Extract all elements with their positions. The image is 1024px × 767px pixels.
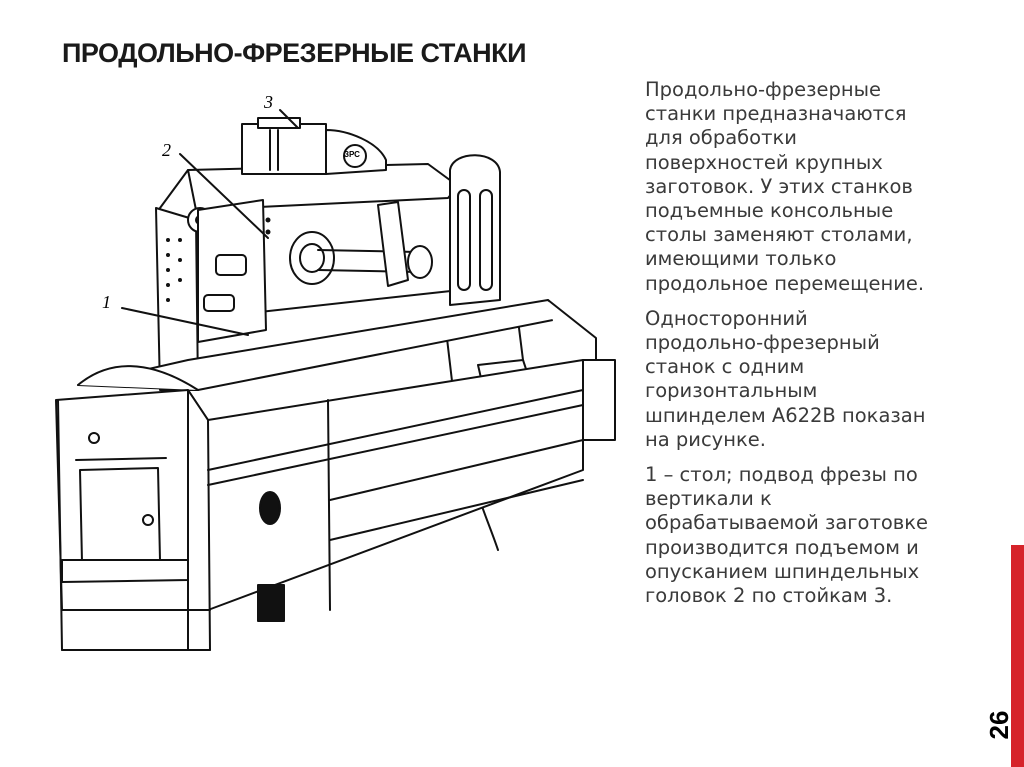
paragraph-legend: 1 – стол; подвод фрезы по вертикали к об… — [645, 463, 929, 608]
paragraph-model: Односторонний продольно-фрезерный станок… — [645, 306, 926, 451]
page-number: 26 — [983, 710, 1014, 740]
machine-emblem: ЗРС — [344, 150, 360, 159]
description-text: Продольно-фрезерные станки предназначают… — [645, 78, 1005, 619]
callout-3: 3 — [264, 92, 273, 112]
callout-2: 2 — [162, 140, 171, 160]
accent-bar — [1011, 545, 1024, 767]
machine-illustration: 1 2 3 ЗРС — [48, 90, 628, 670]
callout-1: 1 — [102, 292, 111, 312]
paragraph-purpose: Продольно-фрезерные станки предназначают… — [645, 78, 925, 295]
slide-title: ПРОДОЛЬНО-ФРЕЗЕРНЫЕ СТАНКИ — [62, 38, 527, 68]
